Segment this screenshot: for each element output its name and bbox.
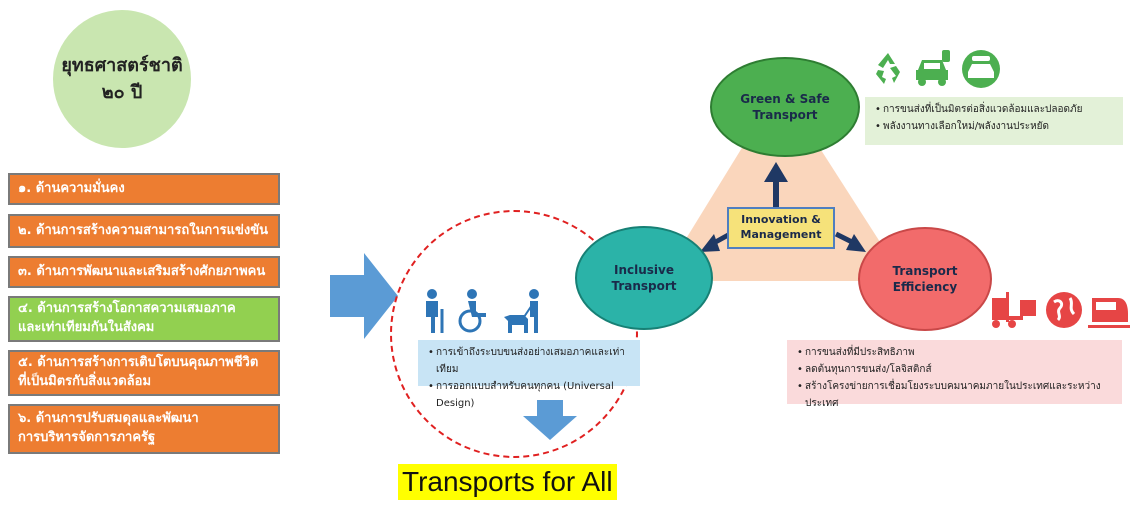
wheelchair-icon	[458, 289, 486, 333]
strategy-title-line1: ยุทธศาสตร์ชาติ	[61, 55, 183, 76]
goal-label: ๕. ด้านการสร้างการเติบโตบนคุณภาพชีวิต	[18, 355, 259, 371]
globe-icon	[1046, 292, 1082, 328]
goal-item-6: ๖. ด้านการปรับสมดุลและพัฒนา การบริหารจัด…	[8, 404, 280, 454]
guide-dog-icon	[504, 289, 539, 333]
framework-triangle	[660, 86, 905, 281]
zero-emission-icon	[962, 50, 1000, 88]
panel-item: ลดต้นทุนการขนส่ง/โลจิสติกส์	[797, 361, 1114, 378]
efficiency-panel: การขนส่งที่มีประสิทธิภาพ ลดต้นทุนการขนส่…	[787, 340, 1122, 409]
recycle-icon	[876, 53, 900, 84]
node-label-2: Transport	[611, 279, 677, 293]
node-label: Green & Safe	[740, 91, 830, 106]
node-label: Inclusive	[614, 262, 674, 277]
goal-label: ๖. ด้านการปรับสมดุลและพัฒนา	[18, 411, 199, 427]
green-transport-panel: การขนส่งที่เป็นมิตรต่อสิ่งแวดล้อมและปลอด…	[865, 97, 1123, 145]
panel-item: การขนส่งที่เป็นมิตรต่อสิ่งแวดล้อมและปลอด…	[875, 101, 1115, 118]
node-green-safe-transport: Green & Safe Transport	[710, 57, 860, 157]
forklift-icon	[992, 292, 1036, 328]
goal-item-5: ๕. ด้านการสร้างการเติบโตบนคุณภาพชีวิต ที…	[8, 350, 280, 396]
panel-item: การออกแบบสำหรับคนทุกคน (Universal Design…	[428, 378, 632, 412]
goal-label: ๑. ด้านความมั่นคง	[18, 180, 125, 196]
transports-for-all-title: Transports for All	[398, 464, 617, 500]
innovation-label-2: Management	[740, 228, 822, 241]
node-inclusive-transport: Inclusive Transport	[575, 226, 713, 330]
down-arrow	[523, 400, 577, 440]
electric-car-icon	[916, 50, 950, 86]
node-label-2: Efficiency	[892, 280, 958, 294]
innovation-label: Innovation &	[741, 213, 821, 227]
goal-label-2: และเท่าเทียมกันในสังคม	[18, 320, 155, 335]
goal-item-4: ๔. ด้านการสร้างโอกาสความเสมอภาค และเท่าเ…	[8, 296, 280, 342]
panel-item: สร้างโครงข่ายการเชื่อมโยงระบบคมนาคมภายใน…	[797, 378, 1114, 412]
goal-label: ๒. ด้านการสร้างความสามารถในการแข่งขัน	[18, 222, 268, 238]
strategy-title-line2: ๒๐ ปี	[101, 82, 143, 103]
node-transport-efficiency: Transport Efficiency	[858, 227, 992, 331]
flow-arrow-right	[330, 253, 398, 339]
panel-item: การขนส่งที่มีประสิทธิภาพ	[797, 344, 1114, 361]
innovation-management-box: Innovation & Management	[727, 207, 835, 249]
inclusive-transport-panel: การเข้าถึงระบบขนส่งอย่างเสมอภาคและเท่าเท…	[418, 340, 640, 409]
train-icon	[1088, 298, 1130, 328]
panel-item: การเข้าถึงระบบขนส่งอย่างเสมอภาคและเท่าเท…	[428, 344, 632, 378]
strategy-circle: ยุทธศาสตร์ชาติ ๒๐ ปี	[53, 10, 191, 148]
goal-item-1: ๑. ด้านความมั่นคง	[8, 173, 280, 205]
goal-label: ๔. ด้านการสร้างโอกาสความเสมอภาค	[18, 301, 236, 317]
elderly-person-icon	[426, 289, 444, 333]
goal-label: ๓. ด้านการพัฒนาและเสริมสร้างศักยภาพคน	[18, 263, 266, 279]
goal-label-2: ที่เป็นมิตรกับสิ่งแวดล้อม	[18, 374, 152, 389]
node-label: Transport	[892, 263, 958, 278]
panel-item: พลังงานทางเลือกใหม่/พลังงานประหยัด	[875, 118, 1115, 135]
goal-item-2: ๒. ด้านการสร้างความสามารถในการแข่งขัน	[8, 214, 280, 248]
goal-label-2: การบริหารจัดการภาครัฐ	[18, 430, 156, 445]
goal-item-3: ๓. ด้านการพัฒนาและเสริมสร้างศักยภาพคน	[8, 256, 280, 288]
node-label-2: Transport	[752, 108, 818, 122]
inclusive-focus-ellipse	[390, 210, 638, 458]
